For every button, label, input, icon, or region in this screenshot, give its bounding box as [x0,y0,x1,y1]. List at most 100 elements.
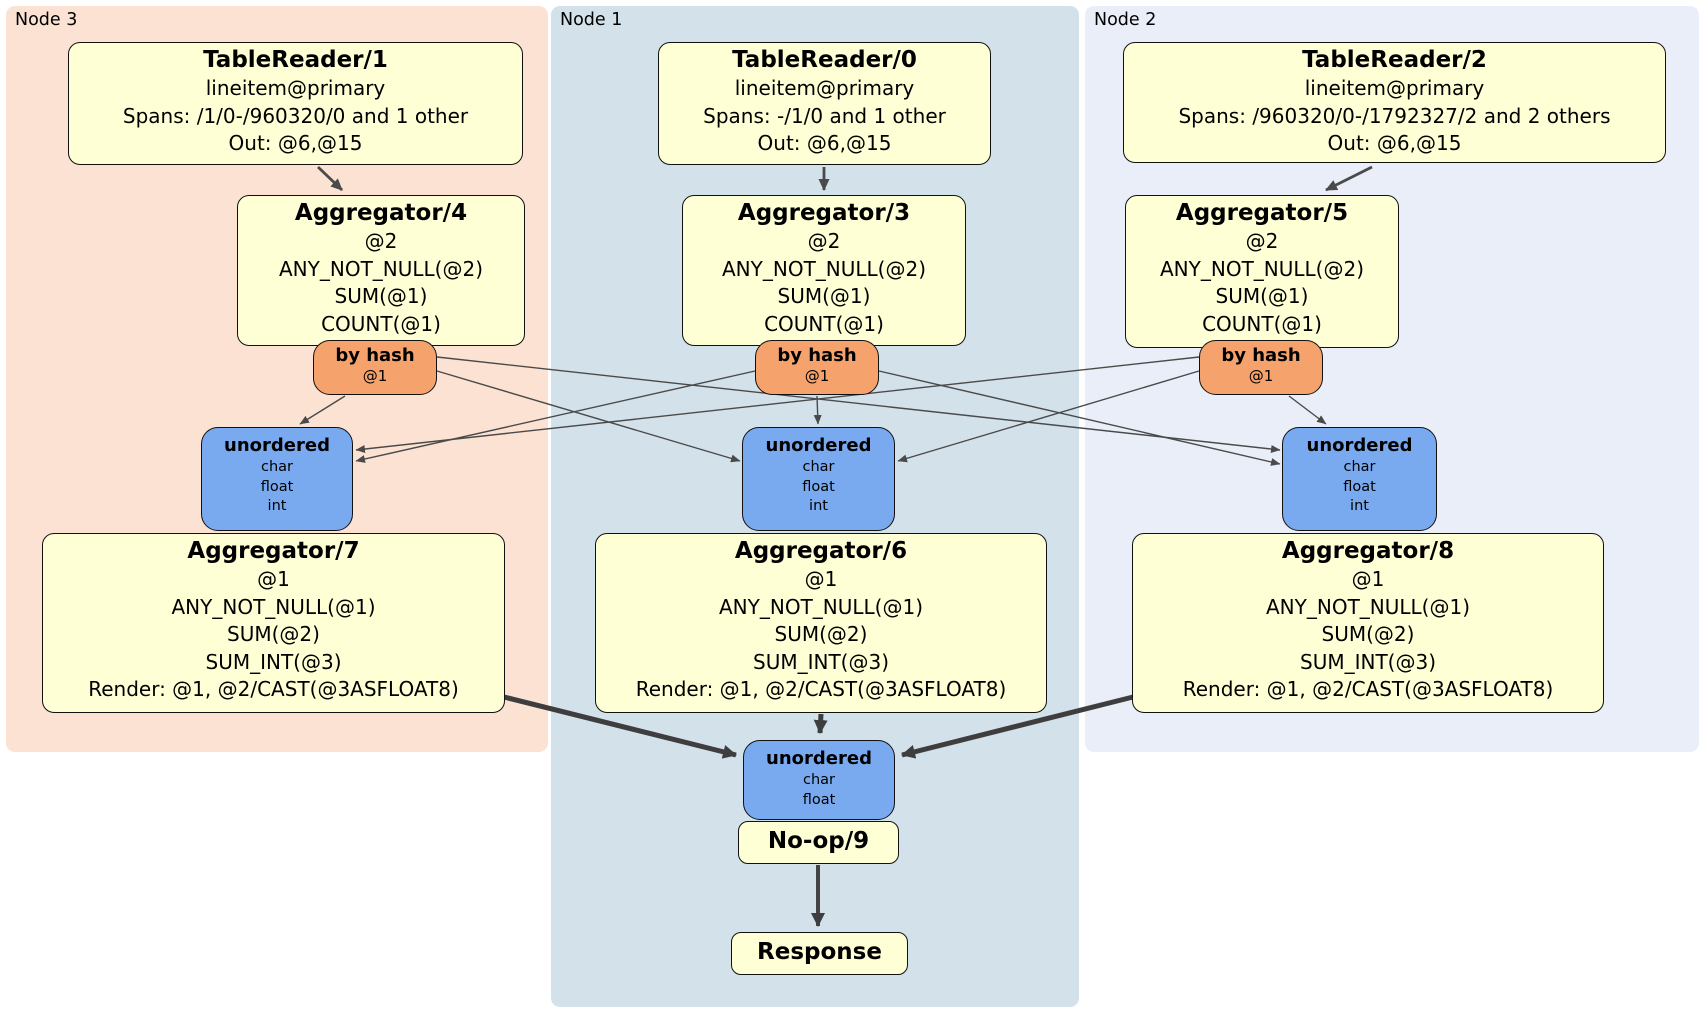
processor-detail: lineitem@primary [734,76,915,100]
sync-item: float [802,791,836,808]
processor-aggregator-6: Aggregator/6 @1 ANY_NOT_NULL(@1) SUM(@2)… [595,533,1047,713]
processor-detail: ANY_NOT_NULL(@2) [1160,256,1364,281]
processor-title: Aggregator/3 [737,200,911,226]
edge-hash2-un2 [1288,395,1327,425]
edge-tr1-agg4 [317,165,343,192]
sync-item: char [1343,459,1376,475]
edge-hash1-un2 [878,370,1281,466]
router-title: by hash [777,345,857,366]
processor-tablereader-0: TableReader/0 lineitem@primary Spans: -/… [658,42,991,165]
processor-detail: SUM(@1) [777,284,871,308]
sync-item: char [802,772,835,788]
edge-hash3-un3 [299,395,346,425]
processor-title: TableReader/2 [1302,47,1487,73]
processor-detail: ANY_NOT_NULL(@2) [279,256,483,281]
edge-hash3-un2 [436,356,1281,453]
processor-detail: @2 [364,229,398,253]
processor-title: Response [757,939,882,965]
router-detail: @1 [804,367,830,385]
processor-noop-9: No-op/9 [738,821,899,864]
sync-item: int [809,498,828,514]
edge-agg6-unf [813,713,828,734]
sync-title: unordered [766,748,872,769]
edge-hash2-un3 [355,356,1200,453]
processor-detail: SUM(@1) [1215,284,1309,308]
processor-detail: Render: @1, @2/CAST(@3ASFLOAT8) [635,677,1007,701]
panel-node3-label: Node 3 [15,10,78,30]
sync-item: float [1343,478,1376,495]
processor-aggregator-7: Aggregator/7 @1 ANY_NOT_NULL(@1) SUM(@2)… [42,533,505,713]
processor-title: Aggregator/5 [1175,200,1349,226]
processor-detail: @2 [807,229,841,253]
sync-item: float [260,478,294,495]
processor-title: Aggregator/8 [1281,538,1455,564]
processor-detail: COUNT(@1) [764,311,884,336]
router-by-hash-node2: by hash @1 [1199,340,1323,395]
sync-title: unordered [765,435,872,456]
processor-aggregator-3: Aggregator/3 @2 ANY_NOT_NULL(@2) SUM(@1)… [682,195,966,346]
router-by-hash-node1: by hash @1 [755,340,879,395]
processor-detail: SUM(@2) [227,622,320,646]
processor-detail: @1 [1351,567,1385,591]
edge-hash2-un1 [897,370,1200,463]
processor-detail: @2 [1245,229,1279,253]
processor-detail: lineitem@primary [205,76,386,100]
sync-item: float [802,478,835,495]
edge-hash3-un1 [436,370,741,463]
sync-item: int [267,498,287,514]
processor-detail: Spans: -/1/0 and 1 other [703,103,946,128]
sync-unordered-final: unordered char float [743,740,895,820]
sync-title: unordered [224,435,330,456]
edge-agg7-unf [503,694,737,759]
processor-tablereader-2: TableReader/2 lineitem@primary Spans: /9… [1123,42,1666,163]
processor-title: TableReader/0 [732,47,917,73]
processor-detail: Out: @6,@15 [1327,131,1462,155]
processor-detail: @1 [257,567,290,591]
processor-title: Aggregator/4 [294,200,468,226]
processor-aggregator-8: Aggregator/8 @1 ANY_NOT_NULL(@1) SUM(@2)… [1132,533,1604,713]
processor-detail: COUNT(@1) [321,311,441,336]
sync-item: int [1350,498,1369,514]
processor-detail: ANY_NOT_NULL(@1) [171,594,376,619]
processor-detail: SUM(@2) [774,622,868,646]
processor-detail: SUM(@2) [1321,622,1415,646]
processor-detail: COUNT(@1) [1202,311,1322,336]
processor-detail: ANY_NOT_NULL(@2) [722,256,926,281]
processor-aggregator-5: Aggregator/5 @2 ANY_NOT_NULL(@2) SUM(@1)… [1125,195,1399,348]
processor-detail: SUM_INT(@3) [205,649,342,674]
processor-detail: Out: @6,@15 [228,131,363,155]
processor-detail: Render: @1, @2/CAST(@3ASFLOAT8) [88,677,459,701]
processor-aggregator-4: Aggregator/4 @2 ANY_NOT_NULL(@2) SUM(@1)… [237,195,525,346]
panel-node2-label: Node 2 [1094,10,1157,30]
router-detail: @1 [362,367,388,385]
edge-tr2-agg5 [1325,165,1373,192]
sync-title: unordered [1306,435,1413,456]
sync-unordered-node1: unordered char float int [742,427,895,531]
processor-detail: Out: @6,@15 [757,131,892,155]
router-detail: @1 [1248,367,1274,385]
edge-hash1-un1 [813,395,822,425]
sync-item: char [802,459,835,475]
processor-detail: SUM_INT(@3) [753,649,889,674]
edge-hash1-un3 [355,370,756,463]
processor-response: Response [731,932,908,975]
processor-detail: Spans: /960320/0-/1792327/2 and 2 others [1178,103,1611,128]
processor-detail: ANY_NOT_NULL(@1) [1266,594,1470,619]
processor-detail: SUM(@1) [334,284,428,308]
edge-agg8-unf [901,694,1134,759]
processor-detail: @1 [804,567,838,591]
sync-unordered-node3: unordered char float int [201,427,353,531]
panel-node1-label: Node 1 [560,10,623,30]
router-title: by hash [335,345,415,366]
router-title: by hash [1221,345,1301,366]
processor-detail: ANY_NOT_NULL(@1) [719,594,923,619]
processor-title: Aggregator/6 [734,538,908,564]
processor-detail: Spans: /1/0-/960320/0 and 1 other [122,103,469,128]
processor-title: TableReader/1 [203,47,388,73]
processor-detail: lineitem@primary [1304,76,1485,100]
router-by-hash-node3: by hash @1 [313,340,437,395]
sync-item: char [260,459,293,475]
processor-detail: SUM_INT(@3) [1300,649,1436,674]
processor-tablereader-1: TableReader/1 lineitem@primary Spans: /1… [68,42,523,165]
